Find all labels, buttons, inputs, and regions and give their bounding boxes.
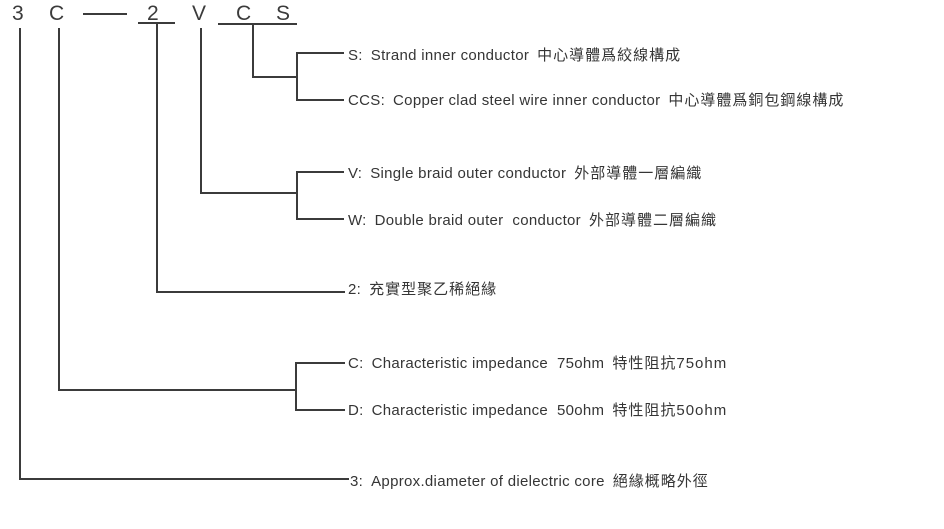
legend-en-s: Strand inner conductor xyxy=(370,47,530,64)
bracket-c-d xyxy=(295,362,297,411)
legend-code-c: C: xyxy=(348,355,364,372)
legend-row-d: D: Characteristic impedance 50ohm 特性阻抗50… xyxy=(348,401,727,421)
code-char-c2: C xyxy=(236,2,252,25)
legend-zh-c: 特性阻抗75ohm xyxy=(612,355,728,372)
legend-en-c: Characteristic impedance 75ohm xyxy=(371,355,605,372)
lead-w xyxy=(296,218,344,220)
legend-zh-ccs: 中心導體爲銅包鋼線構成 xyxy=(668,92,845,109)
lead-ccs xyxy=(296,99,344,101)
code-char-2: 2 xyxy=(147,2,160,25)
dropline-c xyxy=(58,28,60,391)
legend-row-v: V: Single braid outer conductor 外部導體一層編織 xyxy=(348,164,702,184)
legend-zh-3: 絕緣概略外徑 xyxy=(612,473,709,490)
connector-v xyxy=(200,192,297,194)
legend-en-d: Characteristic impedance 50ohm xyxy=(371,402,605,419)
legend-code-ccs: CCS: xyxy=(348,92,386,109)
underline-code-2 xyxy=(138,22,175,24)
legend-code-s: S: xyxy=(348,47,363,64)
lead-s xyxy=(296,52,344,54)
connector-c xyxy=(59,389,296,391)
legend-row-s: S: Strand inner conductor 中心導體爲絞線構成 xyxy=(348,46,681,66)
legend-row-c: C: Characteristic impedance 75ohm 特性阻抗75… xyxy=(348,354,727,374)
legend-code-d: D: xyxy=(348,402,364,419)
legend-row-ccs: CCS: Copper clad steel wire inner conduc… xyxy=(348,91,844,111)
code-char-3: 3 xyxy=(12,2,25,25)
lead-v xyxy=(296,171,344,173)
lead-d xyxy=(295,409,345,411)
legend-code-2: 2: xyxy=(348,281,362,298)
dropline-2 xyxy=(156,24,158,293)
legend-row-2: 2: 充實型聚乙稀絕緣 xyxy=(348,280,497,300)
legend-zh-v: 外部導體一層編織 xyxy=(574,165,703,182)
code-dash-separator xyxy=(83,13,127,15)
lead-c xyxy=(295,362,345,364)
legend-row-w: W: Double braid outer conductor 外部導體二層編織 xyxy=(348,211,717,231)
code-char-s: S xyxy=(276,2,291,25)
dropline-3 xyxy=(19,28,21,480)
legend-code-3: 3: xyxy=(350,473,364,490)
legend-en-ccs: Copper clad steel wire inner conductor xyxy=(393,92,661,109)
connector-3 xyxy=(19,478,349,480)
legend-code-v: V: xyxy=(348,165,363,182)
code-char-v: V xyxy=(192,2,207,25)
code-char-c1: C xyxy=(49,2,65,25)
dropline-cs xyxy=(252,25,254,78)
legend-zh-w: 外部導體二層編織 xyxy=(588,212,717,229)
connector-cs xyxy=(252,76,298,78)
bracket-v-w xyxy=(296,171,298,220)
underline-code-cs xyxy=(218,23,297,25)
legend-row-3: 3: Approx.diameter of dielectric core 絕緣… xyxy=(350,472,709,492)
legend-en-3: Approx.diameter of dielectric core xyxy=(371,473,605,490)
legend-zh-2: 充實型聚乙稀絕緣 xyxy=(369,281,498,298)
connector-2 xyxy=(156,291,345,293)
legend-en-v: Single braid outer conductor xyxy=(370,165,567,182)
dropline-v xyxy=(200,28,202,194)
legend-zh-d: 特性阻抗50ohm xyxy=(612,402,728,419)
legend-zh-s: 中心導體爲絞線構成 xyxy=(537,47,682,64)
legend-en-w: Double braid outer conductor xyxy=(374,212,581,229)
legend-code-w: W: xyxy=(348,212,367,229)
bracket-s-ccs xyxy=(296,52,298,101)
